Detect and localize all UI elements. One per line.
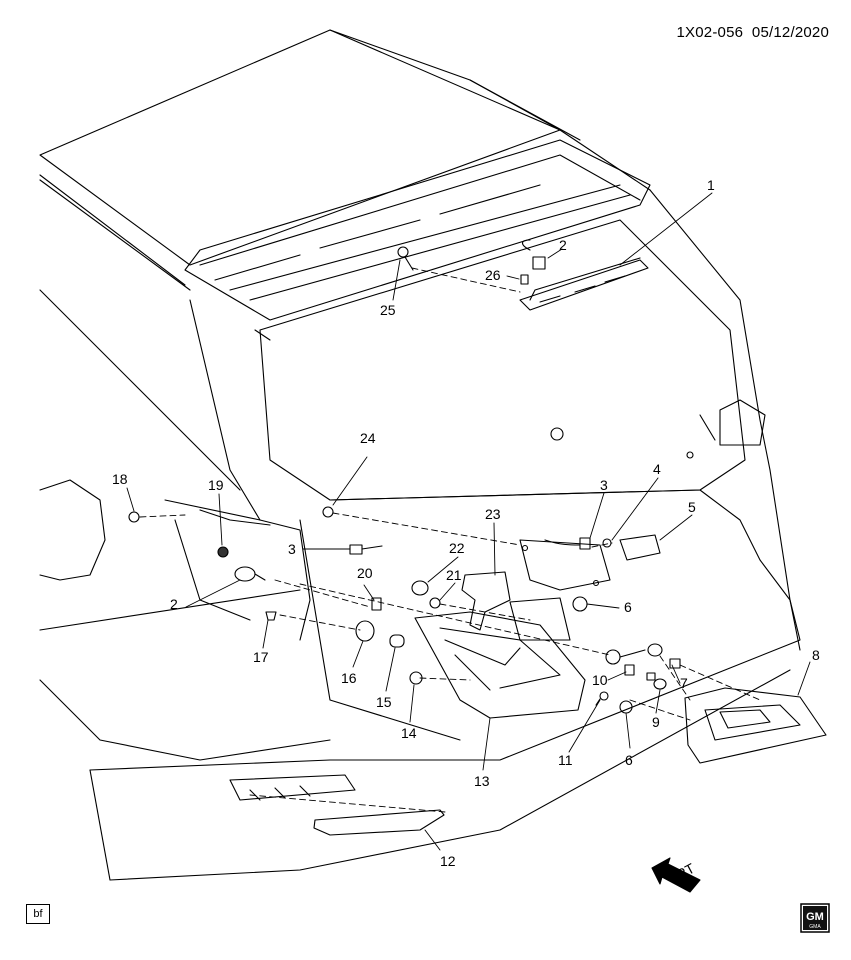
callout-17: 17 bbox=[253, 649, 269, 665]
callout-14: 14 bbox=[401, 725, 417, 741]
callout-13: 13 bbox=[474, 773, 490, 789]
callout-21: 21 bbox=[446, 567, 462, 583]
diagram-id: 1X02-056 bbox=[676, 24, 744, 41]
part-23-bracket bbox=[461, 571, 511, 631]
part-26-clip bbox=[520, 274, 529, 285]
part-11-screw bbox=[595, 691, 609, 706]
leader-lines-solid bbox=[126, 192, 811, 851]
part-20-clip bbox=[371, 597, 382, 611]
callout-12: 12 bbox=[440, 853, 456, 869]
callout-15: 15 bbox=[376, 694, 392, 710]
gm-logo-text: GM bbox=[806, 911, 824, 923]
part-3-wiring-right bbox=[544, 537, 591, 550]
gm-logo-icon: GM GMA bbox=[800, 903, 830, 933]
part-13-tail-lamp-left bbox=[414, 597, 586, 719]
part-9-bulb bbox=[646, 672, 667, 690]
gm-logo-subtext: GMA bbox=[809, 924, 821, 930]
callout-26: 26 bbox=[485, 267, 501, 283]
part-7-socket-cluster bbox=[605, 643, 681, 669]
callout-2-left: 2 bbox=[170, 596, 178, 612]
spoiler-outline bbox=[184, 139, 651, 321]
part-19-nut bbox=[217, 546, 229, 558]
right-side-outline bbox=[649, 189, 801, 651]
callout-18: 18 bbox=[112, 471, 128, 487]
callout-labels: 1 2 25 26 24 18 19 3 2 17 20 16 15 14 22… bbox=[112, 177, 820, 887]
callout-2-top: 2 bbox=[559, 237, 567, 253]
leader-lines-dashed bbox=[139, 267, 761, 813]
diagram-date: 05/12/2020 bbox=[751, 24, 829, 41]
part-high-mount-stop-lamp bbox=[519, 257, 649, 311]
part-15-bulb bbox=[389, 634, 405, 648]
rear-glass-outline bbox=[254, 219, 746, 501]
part-12-reflector bbox=[313, 809, 445, 836]
quarter-window-outline bbox=[39, 479, 106, 581]
callout-23: 23 bbox=[485, 506, 501, 522]
part-8-tail-lamp-right bbox=[684, 687, 827, 764]
part-5-license-lamp bbox=[619, 534, 661, 561]
part-3-wiring-left bbox=[349, 544, 383, 555]
liftgate-panel-outline bbox=[299, 451, 791, 741]
callout-11: 11 bbox=[558, 752, 573, 768]
part-6-grommet-upper bbox=[572, 596, 588, 612]
part-16-socket bbox=[355, 620, 375, 642]
callout-1: 1 bbox=[707, 177, 715, 193]
part-24-nut bbox=[322, 506, 334, 518]
part-connector-upper bbox=[521, 239, 546, 270]
callout-7: 7 bbox=[680, 675, 688, 691]
left-pillar-outline bbox=[39, 179, 261, 521]
callout-3-right: 3 bbox=[600, 477, 608, 493]
callout-19: 19 bbox=[208, 477, 224, 493]
callout-25: 25 bbox=[380, 302, 396, 318]
left-body-panel-outline bbox=[39, 499, 331, 761]
callout-20: 20 bbox=[357, 565, 373, 581]
callout-8: 8 bbox=[812, 647, 820, 663]
part-2-socket-left bbox=[234, 566, 266, 582]
callout-4: 4 bbox=[653, 461, 661, 477]
callout-22: 22 bbox=[449, 540, 465, 556]
part-22-socket bbox=[411, 580, 429, 596]
callout-5: 5 bbox=[688, 499, 696, 515]
part-10-socket bbox=[624, 664, 635, 676]
part-4-bulb bbox=[602, 538, 612, 548]
callout-6-lower: 6 bbox=[625, 752, 633, 768]
corner-badge: bf bbox=[26, 904, 50, 924]
part-18-grommet bbox=[128, 511, 140, 523]
callout-9: 9 bbox=[652, 714, 660, 730]
bumper-outline bbox=[89, 599, 801, 881]
diagram-header: 1X02-056 05/12/2020 bbox=[677, 24, 829, 41]
callout-6-upper: 6 bbox=[624, 599, 632, 615]
callout-3-left: 3 bbox=[288, 541, 296, 557]
callout-10: 10 bbox=[592, 672, 608, 688]
callout-16: 16 bbox=[341, 670, 357, 686]
callout-24: 24 bbox=[360, 430, 376, 446]
roof-outline bbox=[39, 29, 651, 286]
part-6-grommet-lower bbox=[619, 700, 633, 714]
part-17-clip bbox=[265, 611, 277, 621]
front-arrow-icon bbox=[651, 857, 701, 893]
part-21-bulb bbox=[429, 597, 441, 609]
